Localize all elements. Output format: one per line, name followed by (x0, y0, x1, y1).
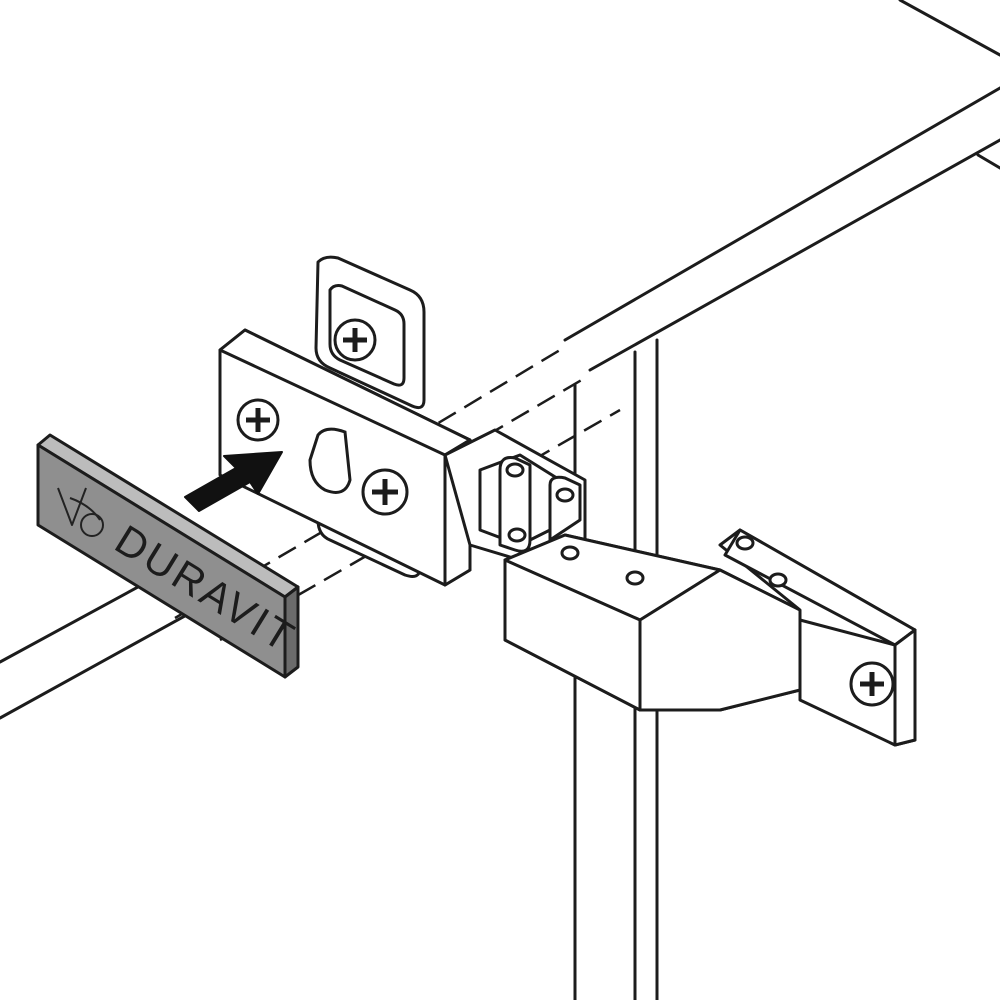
hinge-cup-front-face (503, 558, 642, 712)
cabinet-top-front-edge (563, 86, 1000, 342)
rivet-5 (625, 570, 645, 586)
rivet-2 (507, 527, 527, 543)
rivet-4 (560, 545, 580, 561)
duravit-logo-icon (57, 487, 104, 537)
cabinet-top-back-edge (898, 0, 1000, 57)
rivet-1 (505, 462, 525, 478)
hinge-adjustment-slot (308, 427, 352, 494)
rivet-7 (768, 572, 788, 588)
cover-cap-face (36, 443, 287, 679)
screw-icon (849, 661, 895, 707)
mounting-wing-edge (893, 628, 917, 747)
rivet-3 (555, 487, 575, 503)
arrow-icon (184, 451, 283, 512)
cabinet-top-corner (976, 153, 1000, 170)
screw-icon (236, 398, 280, 442)
hinge-rivets (505, 462, 788, 588)
mounting-wing-face (798, 618, 897, 747)
screw-icon (333, 318, 377, 362)
hinge-pivot-link-left (498, 456, 532, 553)
cabinet-top-underside-edge (588, 138, 1000, 372)
screws (236, 318, 895, 707)
screw-icon (361, 468, 409, 516)
rivet-6 (735, 535, 755, 551)
